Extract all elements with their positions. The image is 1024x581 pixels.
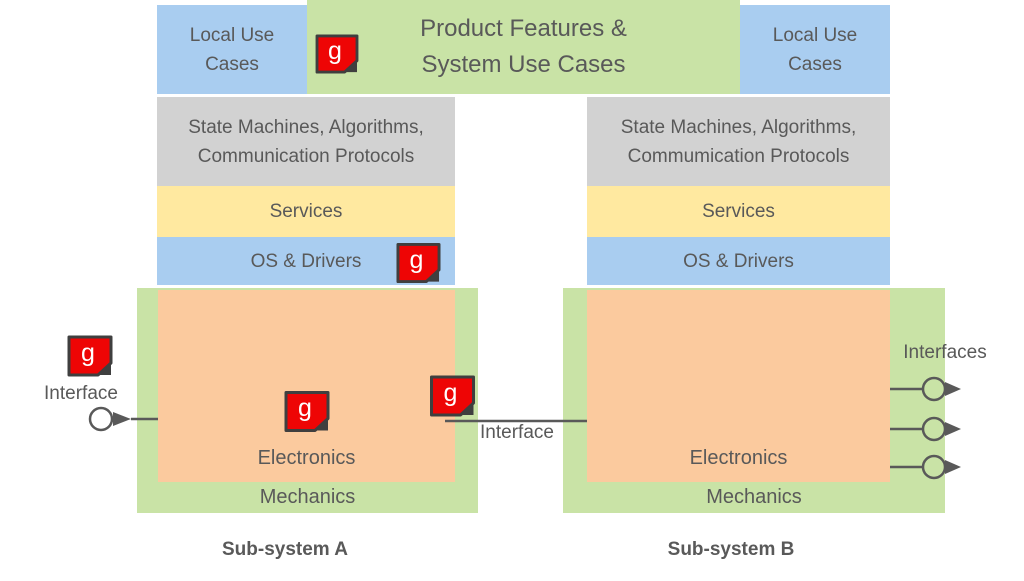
glue-icon-letter: g: [298, 394, 312, 422]
sticky-note-icon: [315, 34, 359, 74]
mechanics-b-label: Mechanics: [706, 486, 802, 508]
sticky-note-icon: [396, 242, 441, 284]
sticky-note-icon: [67, 335, 113, 377]
state-machines-box-b: State Machines, Algorithms, Commumicatio…: [587, 97, 890, 186]
electronics-b-label: Electronics: [689, 447, 788, 469]
middle-interface-label: Interface: [480, 422, 554, 443]
services-a-label: Services: [269, 201, 343, 222]
product-features-line2: System Use Cases: [421, 51, 626, 78]
glue-icon-edge-interface-a: g: [429, 375, 476, 417]
services-box-a: Services: [157, 186, 455, 237]
state-machines-a-line2: Communication Protocols: [197, 145, 415, 167]
sticky-note-icon: [430, 375, 475, 417]
local-use-cases-right-line2: Cases: [788, 53, 842, 75]
sticky-note-icon: [284, 391, 330, 432]
subsystem-a-caption: Sub-system A: [222, 539, 348, 560]
electronics-box-b: [587, 290, 890, 482]
local-use-cases-right-box: Local Use Cases: [740, 5, 890, 94]
local-use-cases-left-line2: Cases: [205, 53, 259, 75]
state-machines-a-line1: State Machines, Algorithms,: [188, 116, 424, 138]
services-box-b: Services: [587, 186, 890, 237]
state-machines-b-line2: Commumication Protocols: [627, 145, 850, 167]
glue-icon-left-interface: g: [67, 335, 113, 377]
os-drivers-box-b: OS & Drivers: [587, 237, 890, 285]
left-interface-label: Interface: [44, 383, 118, 404]
glue-icon-product-features: g: [314, 34, 360, 74]
subsystem-b-caption: Sub-system B: [667, 539, 795, 560]
state-machines-b-line1: State Machines, Algorithms,: [620, 116, 857, 138]
local-use-cases-left-box: Local Use Cases: [157, 5, 307, 94]
os-drivers-b-label: OS & Drivers: [683, 250, 794, 272]
glue-icon-letter: g: [81, 338, 95, 367]
glue-icon-letter: g: [443, 378, 458, 407]
right-interfaces-label: Interfaces: [903, 342, 987, 363]
product-features-box: Product Features & System Use Cases: [307, 0, 740, 94]
os-drivers-a-label: OS & Drivers: [250, 250, 362, 272]
mechanics-a-label: Mechanics: [259, 486, 356, 508]
services-b-label: Services: [702, 201, 775, 222]
state-machines-box-a: State Machines, Algorithms, Communicatio…: [157, 97, 455, 186]
glue-icon-letter: g: [328, 36, 342, 65]
product-features-line1: Product Features &: [420, 15, 627, 42]
electronics-box-a: [158, 290, 455, 482]
electronics-a-label: Electronics: [257, 447, 356, 469]
glue-icon-electronics-a: g: [284, 390, 330, 433]
glue-icon-letter: g: [409, 245, 424, 274]
local-use-cases-right-line1: Local Use: [772, 24, 858, 46]
local-use-cases-left-line1: Local Use: [189, 24, 275, 46]
glue-icon-os-drivers-a: g: [396, 242, 441, 284]
